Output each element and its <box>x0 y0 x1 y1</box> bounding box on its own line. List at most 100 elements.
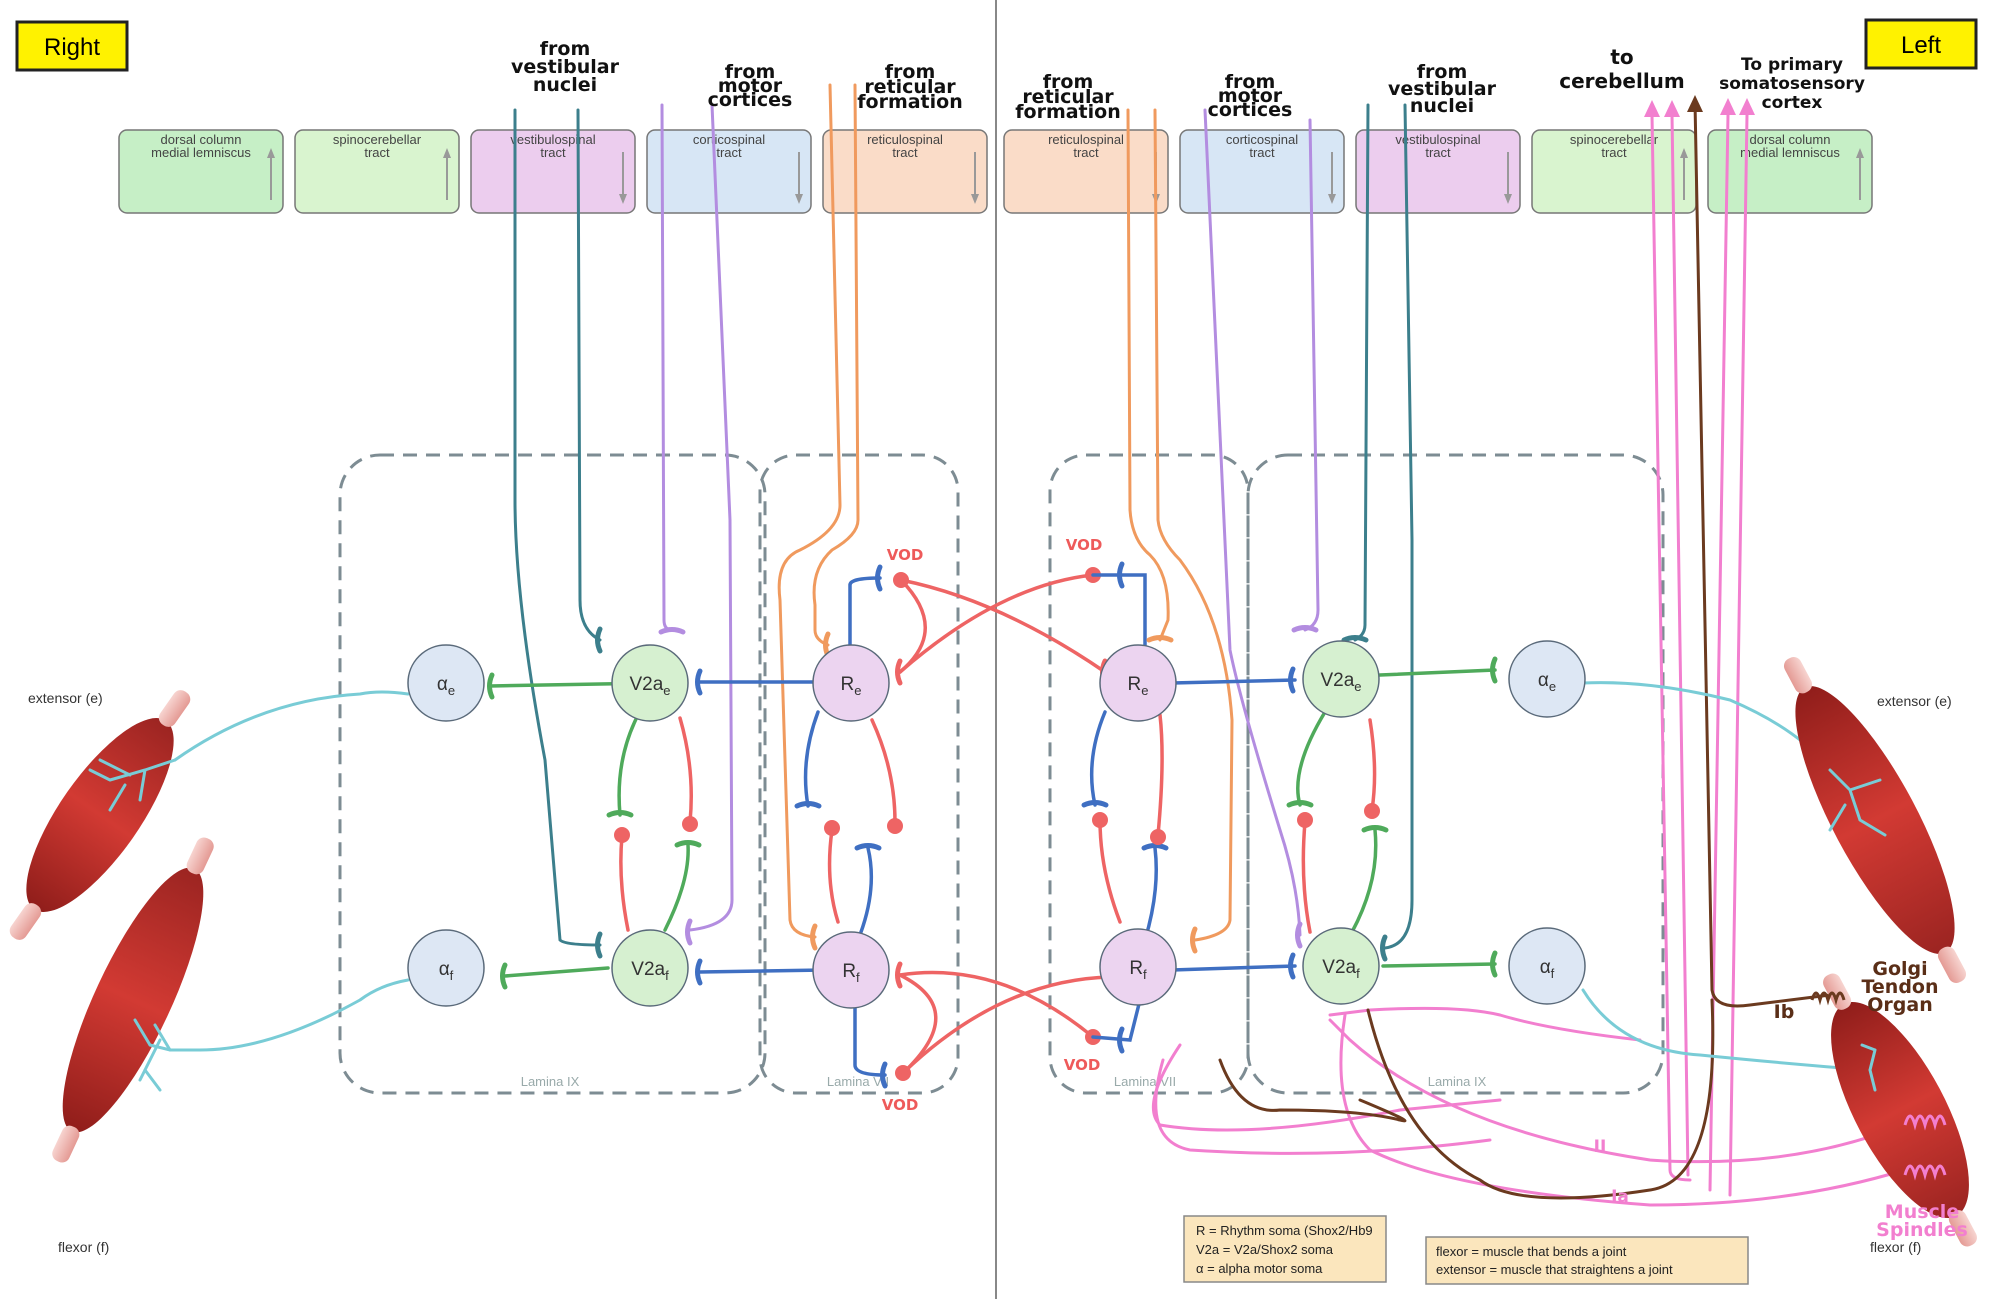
pink-afferent-ia <box>1339 1013 1922 1207</box>
v2af-inhib-left <box>1301 820 1312 934</box>
side-label-right: Right <box>15 20 129 72</box>
cortico-terminal <box>1291 625 1319 633</box>
brown-ib-loop <box>1218 1058 1407 1123</box>
synapse-dot <box>887 818 903 834</box>
vestibular-terminal <box>1341 635 1369 643</box>
v2af-to-v2ae-green-right <box>663 843 690 932</box>
synapse-terminal <box>1288 952 1296 980</box>
rf-to-v2af-left <box>1170 964 1297 972</box>
ascending-lines <box>173 100 1922 1207</box>
rf-to-v2af-right <box>698 968 827 974</box>
sensory-receptors <box>1810 991 1947 1181</box>
synapse-terminal <box>1490 656 1498 684</box>
alpha-f-to-v2af-right <box>503 966 610 978</box>
re-inhib-left <box>1156 713 1164 837</box>
muscle-left-flexor <box>1823 973 1977 1247</box>
vod-cross-lower-right <box>901 975 1112 1075</box>
synapse-terminal <box>1288 666 1296 694</box>
flexor-label-right: flexor (f) <box>58 1239 109 1255</box>
rf-to-re-blue-right <box>856 846 874 942</box>
reticulo-line-left-a <box>1126 108 1170 642</box>
muscle-right-flexor <box>52 837 214 1163</box>
up-arrow-icon <box>267 148 275 200</box>
muscles <box>9 657 1977 1247</box>
rf-neuron-left: Rf <box>1099 928 1177 1006</box>
internal-circuit <box>487 561 1498 1089</box>
synapse-terminal <box>695 668 703 696</box>
golgi-tendon-organ-coil <box>1810 991 1846 1006</box>
down-arrow-icon <box>971 152 979 204</box>
v2ae-inhib-right <box>678 716 693 824</box>
synapse-dot <box>1092 812 1108 828</box>
alpha-e-neuron-left-label: αe <box>1538 670 1556 694</box>
synapse-dot <box>1364 803 1380 819</box>
lamina-vii-region-right <box>758 453 960 1095</box>
synapse-terminal <box>895 658 903 686</box>
pink-ascending-4 <box>1728 113 1749 1197</box>
vod-to-re-left <box>1091 573 1147 652</box>
pink-ascending-1 <box>1650 113 1692 1182</box>
re-neuron-right-label: Re <box>841 674 862 698</box>
extensor-label-right: extensor (e) <box>28 690 103 706</box>
synapse-terminal <box>1490 950 1498 978</box>
v2ae-to-v2af-green-right <box>617 713 640 817</box>
re-neuron-left: Re <box>1099 644 1177 722</box>
vod-cross-upper-left <box>898 573 1095 674</box>
vod-cross-lower-left <box>898 970 1095 1039</box>
v2af-neuron-right: V2af <box>611 929 689 1007</box>
v2af-to-alpha-f-left <box>1381 962 1497 968</box>
side-label-left-text: Left <box>1901 32 1941 59</box>
ascending-arrowheads <box>1644 95 1755 117</box>
pink-afferent-ii <box>1328 1018 1917 1164</box>
v2af-neuron-left: V2af <box>1302 927 1380 1005</box>
vestibular-terminal <box>595 626 603 654</box>
annotation-vod-left-upper: VOD <box>1066 536 1103 554</box>
v2ae-inhib-left <box>1368 718 1377 812</box>
alpha-f-neuron-right: αf <box>407 929 485 1007</box>
v2af-neuron-left-label: V2af <box>1322 957 1360 981</box>
synapse-terminal <box>854 843 882 851</box>
re-to-rf-blue-left <box>1089 710 1107 807</box>
axon-right-extensor <box>173 690 410 762</box>
rf-inhib-right <box>827 828 840 924</box>
lamina-ix-region-right <box>338 453 767 1095</box>
vestibular-terminal <box>595 931 603 959</box>
lamina-ix-label-right: Lamina IX <box>521 1074 580 1089</box>
cortico-terminal <box>685 918 693 946</box>
lamina-ix-label-left: Lamina IX <box>1428 1074 1487 1089</box>
rf-neuron-right-label: Rf <box>842 961 860 985</box>
lamina-vii-region-left <box>1048 453 1250 1095</box>
muscle-left-extensor <box>1783 657 1967 983</box>
cortico-line-right-b <box>688 103 734 932</box>
vestibular-terminal <box>1380 934 1388 962</box>
synapse-dot <box>1297 812 1313 828</box>
synapse-terminal <box>606 810 634 818</box>
re-to-vod-up-right <box>848 576 882 652</box>
alpha-e-neuron-left: αe <box>1508 640 1586 718</box>
v2ae-neuron-left: V2ae <box>1302 640 1380 718</box>
v2ae-to-v2af-green-left <box>1296 710 1327 807</box>
